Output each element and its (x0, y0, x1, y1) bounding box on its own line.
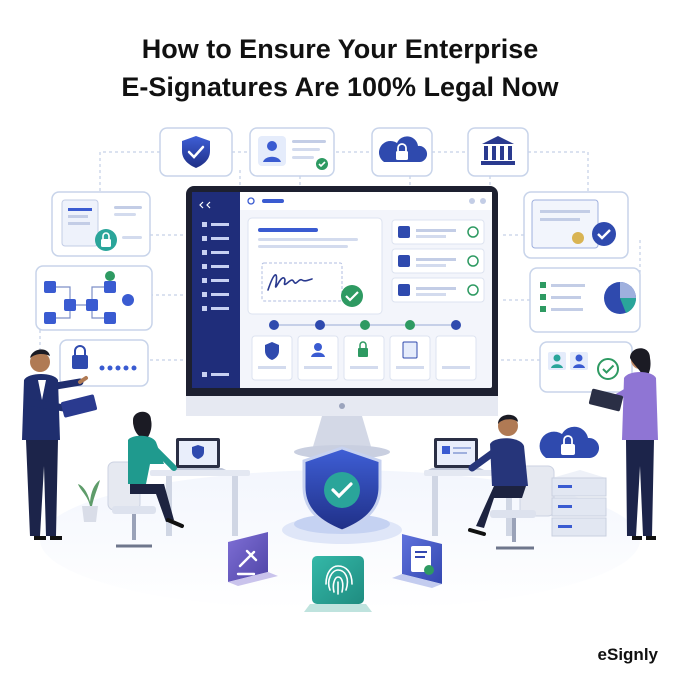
users-verified-card (539, 341, 633, 393)
shield-check-icon (182, 136, 210, 168)
progress-steps (269, 320, 461, 330)
laptop-right (428, 438, 484, 470)
document-lock-card (51, 191, 151, 257)
brand-logo: eSignly (597, 645, 658, 664)
cloud-lock-icon (378, 136, 428, 162)
plant (78, 480, 100, 522)
right-desk (424, 414, 555, 550)
signed-document-tile (392, 534, 442, 588)
app-topbar (240, 192, 492, 210)
cloud-lock-card (371, 127, 433, 177)
shield-check-card (159, 127, 233, 177)
certificate-card (523, 191, 629, 259)
person-woman-left (128, 411, 184, 528)
user-profile-card (249, 127, 335, 177)
checklist-chart-icon (540, 282, 637, 314)
app-sidebar (192, 192, 240, 388)
checklist-chart-card (529, 267, 641, 333)
gear-icon (469, 198, 475, 204)
fingerprint-icon (325, 565, 353, 595)
person-man-right (468, 414, 528, 536)
password-lock-card (59, 339, 149, 387)
fingerprint-tile (304, 556, 372, 612)
signed-document-icon (411, 546, 434, 575)
signature-document-panel (247, 217, 383, 315)
password-lock-icon (72, 345, 88, 369)
verification-list (391, 219, 485, 303)
bank-icon (481, 136, 515, 165)
workflow-icon (44, 271, 134, 324)
chair-right (490, 465, 555, 550)
signature-icon (267, 274, 313, 291)
page-title: How to Ensure Your Enterprise E-Signatur… (0, 30, 680, 106)
person-man-left (22, 349, 98, 540)
security-shield (282, 446, 402, 544)
left-desk (107, 411, 250, 548)
cloud-lock-floating (539, 426, 600, 458)
search-icon (247, 197, 255, 205)
title-line-1: How to Ensure Your Enterprise (141, 34, 539, 64)
workflow-card (35, 265, 153, 331)
gavel-tile (228, 532, 278, 586)
document-lock-icon (95, 229, 117, 251)
gavel-icon (236, 549, 258, 576)
avatar (480, 198, 486, 204)
users-verified-icon (548, 352, 619, 380)
feature-tiles (251, 335, 477, 381)
certificate-icon (531, 199, 616, 249)
title-line-2: E-Signatures Are 100% Legal Now (121, 72, 559, 102)
bank-card (467, 127, 529, 177)
laptop-left (170, 438, 226, 470)
user-profile-icon (258, 136, 286, 166)
person-woman-right (588, 348, 658, 540)
server-stack (551, 470, 607, 537)
